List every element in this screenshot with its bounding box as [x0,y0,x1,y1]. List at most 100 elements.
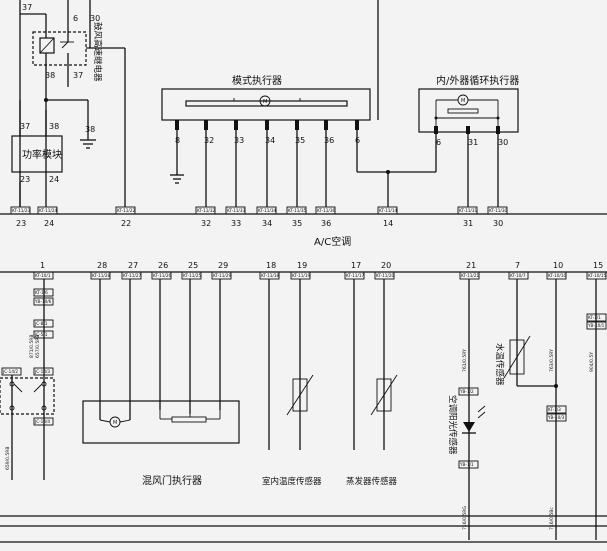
ls-conn: JC-14/3 [34,369,50,374]
recirc-pin-30: 30 [498,138,508,147]
bottom-conn: KT-11/25 [183,273,202,278]
sun-conn: YB-1/1 [459,462,474,467]
bottom-pin: 18 [266,261,276,270]
ls-conn: JC-14/2 [2,369,18,374]
p15-wire: 904/0.5Y [589,352,595,372]
top-pin: 22 [121,219,131,228]
wt-conn: KT-1/3 [548,407,561,412]
relay-pin-30: 30 [90,14,100,23]
bottom-connectors: KT-10/1 KT-11/28 KT-11/27 KT-11/26 KT-11… [33,271,607,280]
relay-pin-37: 37 [73,71,83,80]
wt-conn: YB-10/3 [547,415,565,420]
sunlight-sensor: YB-1/2 YB-1/1 761/0.5RY 716/0.5RG 空调阳光传感… [447,279,486,540]
top-pin: 24 [44,219,54,228]
module-title: A/C空调 [314,235,351,248]
wt-wire: 763/0.5RY [549,349,555,372]
top-conn-34: KT-11/34 [258,208,277,213]
bottom-pin: 1 [40,261,45,270]
top-pin: 30 [493,219,503,228]
blend-actuator-label: 混风门执行器 [142,474,202,487]
top-conn-23: KT-11/23 [12,208,31,213]
top-conn-24: KT-11/24 [39,208,58,213]
bottom-conn: KT-11/27 [123,273,142,278]
p15-conn: YB-10/1 [587,323,605,328]
bottom-conn: KT-11/18 [261,273,280,278]
blower-relay: 37 6 30 38 37 鼓风高速继电器 [19,0,126,207]
indoor-temp-sensor: 室内温度传感器 [262,279,322,487]
ground-38: 38 [44,98,96,149]
top-connectors: KT-11/23 KT-11/24 KT-11/22 KT-11/32 KT-1… [10,182,508,215]
top-pin: 34 [262,219,272,228]
sun-wire: 761/0.5RY [462,349,468,372]
bottom-pin: 26 [158,261,168,270]
bottom-conn: KT-11/26 [153,273,172,278]
bottom-bus [0,515,607,543]
svg-text:M: M [263,99,267,105]
top-conn-33: KT-11/33 [227,208,246,213]
mode-pin-32: 32 [204,136,214,145]
pin15-branch: KT-1/1 YB-10/1 904/0.5Y [586,279,607,540]
relay-pin-6: 6 [73,14,78,23]
mode-pin-36: 36 [324,136,334,145]
ls-conn: JC-8/1 [34,321,48,326]
bottom-pin: 10 [553,261,563,270]
top-pin: 33 [231,219,241,228]
ls-wire: 659/0.5RB [5,447,11,470]
ls-conn: YB-10/6 [34,299,52,304]
relay-top-wire: 37 [22,3,32,12]
module-bottom-pins: 1 28 27 26 25 29 18 19 17 20 21 7 10 15 [40,261,603,270]
recirc-pin-6: 6 [436,138,441,147]
bottom-conn: KT-11/19 [292,273,311,278]
bottom-pin: 28 [97,261,107,270]
mode-actuator-label: 模式执行器 [232,74,282,87]
pm-pin-23: 23 [20,175,30,184]
top-pin: 36 [321,219,331,228]
bottom-pin: 17 [351,261,361,270]
bottom-pin: 19 [297,261,307,270]
ls-wire: 657/0.5RB [35,335,41,358]
top-conn-32: KT-11/32 [197,208,216,213]
top-conn-14: KT-11/14 [379,208,398,213]
ls-conn: KT-1/6 [35,290,48,295]
ls-conn: JC-14/4 [34,419,50,424]
evap-sensor-label: 蒸发器传感器 [346,476,398,487]
bottom-conn: KT-10/7 [510,273,526,278]
indoor-temp-sensor-label: 室内温度传感器 [262,476,322,487]
top-pin: 23 [16,219,26,228]
mode-pin-33: 33 [234,136,244,145]
bottom-conn: KT-10/15 [588,273,607,278]
bottom-conn: KT-11/28 [92,273,111,278]
evap-sensor: 蒸发器传感器 [346,279,398,487]
ls-conn: JC-5/1 [34,332,48,337]
wt-wire: 716/0.5Bc [549,507,555,530]
bottom-pin: 27 [128,261,138,270]
bottom-conn: KT-11/20 [376,273,395,278]
top-pin: 35 [292,219,302,228]
recirc-actuator-label: 内/外器循环执行器 [436,74,519,87]
bottom-conn: KT-10/10 [548,273,567,278]
p15-conn: KT-1/1 [588,315,601,320]
bottom-pin: 25 [188,261,198,270]
mode-pin-35: 35 [295,136,305,145]
bottom-pin: 15 [593,261,603,270]
top-conn-30: KT-11/30 [489,208,508,213]
bottom-conn: KT-11/29 [213,273,232,278]
pm-pin-37: 37 [20,122,30,131]
sun-wire: 716/0.5RG [462,506,468,530]
bottom-pin: 7 [515,261,520,270]
ls-wire: 871/0.5RB [29,335,35,358]
top-pin: 14 [383,219,393,228]
bottom-conn: KT-10/1 [35,273,51,278]
water-temp-sensor: 水温传感器 KT-1/3 YB-10/3 763/0.5RY 716/0.5Bc [494,279,567,540]
mode-pin-34: 34 [265,136,275,145]
pm-pin-38: 38 [49,122,59,131]
left-switch: KT-1/6 YB-10/6 JC-8/1 JC-5/1 JC-14/3 JC-… [0,279,55,480]
sunlight-sensor-label: 空调阳光传感器 [447,395,458,455]
mode-pin-8: 8 [175,136,180,145]
top-conn-35: KT-11/35 [288,208,307,213]
ground-pin: 38 [85,125,95,134]
water-temp-sensor-label: 水温传感器 [494,343,505,386]
recirc-actuator: 内/外器循环执行器 M 6 31 30 [386,74,519,207]
bottom-pin: 29 [218,261,228,270]
